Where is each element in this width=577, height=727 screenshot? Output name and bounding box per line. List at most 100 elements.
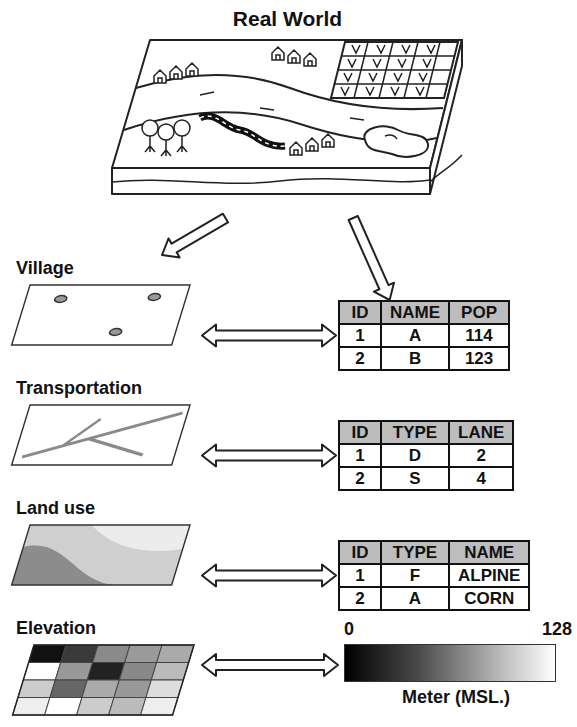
- table-header-cell: POP: [450, 302, 508, 323]
- trees: [177, 136, 187, 152]
- trees: [145, 136, 155, 152]
- table-cell: 2: [450, 445, 512, 466]
- table-header-cell: ID: [340, 422, 380, 443]
- elevation-raster: [77, 698, 114, 716]
- road: [200, 116, 285, 146]
- lake: [385, 135, 397, 139]
- trees: [174, 120, 190, 136]
- table-cell: 114: [450, 325, 508, 346]
- village-layer: [109, 329, 123, 336]
- layer-title: Elevation: [10, 615, 96, 639]
- real-world-slab: [112, 40, 462, 168]
- real-world-slab: [112, 179, 430, 184]
- transportation-layer: [12, 405, 190, 465]
- elevation-raster: [119, 663, 156, 681]
- table-cell: D: [382, 445, 448, 466]
- table-cell: 4: [450, 468, 512, 489]
- village-layer: [12, 285, 190, 345]
- land-use-layer: [84, 525, 190, 551]
- elevation-raster: [151, 663, 188, 681]
- transportation-layer: [22, 413, 182, 457]
- village-layer: [147, 294, 161, 301]
- table-header-cell: ID: [340, 302, 380, 323]
- houses: [272, 47, 284, 60]
- houses: [288, 50, 300, 63]
- block-arrow: [202, 325, 336, 347]
- houses: [154, 70, 166, 83]
- attribute-table: IDTYPELANE1D22S4: [338, 420, 514, 491]
- transportation-layer: [12, 405, 190, 465]
- attribute-table: IDTYPENAME1FALPINE2ACORN: [338, 540, 530, 611]
- block-arrow: [202, 445, 336, 467]
- elevation-raster: [87, 663, 124, 681]
- crop-field: [331, 42, 458, 98]
- elevation-raster: [13, 645, 194, 715]
- trees: [161, 140, 171, 156]
- table-cell: 1: [340, 565, 380, 586]
- elevation-raster: [109, 698, 146, 716]
- table-cell: F: [382, 565, 448, 586]
- elevation-raster: [45, 698, 82, 716]
- layer-title: Land use: [10, 495, 95, 519]
- scale-value: 0: [340, 618, 354, 640]
- elevation-raster: [82, 680, 119, 698]
- attribute-table: IDNAMEPOP1A1142B123: [338, 300, 510, 371]
- elevation-raster: [125, 645, 162, 663]
- lake: [364, 126, 428, 156]
- houses: [290, 142, 302, 155]
- land-use-layer: [12, 546, 128, 585]
- trees: [158, 124, 174, 140]
- houses: [304, 53, 316, 66]
- land-use-layer: [12, 525, 190, 585]
- lake: [364, 126, 428, 156]
- village-layer: [54, 296, 68, 303]
- crop-field: [341, 45, 435, 95]
- block-arrow: [202, 654, 338, 676]
- real-world-slab: [112, 40, 462, 194]
- table-cell: S: [382, 468, 448, 489]
- layer-panel: Transportation: [10, 375, 200, 470]
- layer-panel: Village: [10, 255, 200, 350]
- elevation-raster: [18, 680, 55, 698]
- table-header-cell: ID: [340, 542, 380, 563]
- elevation-raster: [13, 645, 194, 715]
- table-cell: A: [382, 588, 448, 609]
- elevation-raster: [114, 680, 151, 698]
- block-arrow: [162, 214, 228, 258]
- table-cell: CORN: [450, 588, 528, 609]
- table-cell: 2: [340, 348, 380, 369]
- elevation-raster: [23, 663, 60, 681]
- layer-title: Transportation: [10, 375, 142, 399]
- houses: [186, 63, 198, 76]
- real-world-slab: [430, 155, 462, 182]
- table-cell: B: [382, 348, 448, 369]
- elevation-raster: [50, 680, 87, 698]
- elevation-raster: [157, 645, 194, 663]
- road: [200, 116, 285, 146]
- block-arrow: [349, 216, 394, 300]
- layer-panel: Land use: [10, 495, 200, 590]
- table-cell: 2: [340, 468, 380, 489]
- elevation-raster: [61, 645, 98, 663]
- houses: [322, 134, 334, 147]
- table-header-cell: LANE: [450, 422, 512, 443]
- houses: [306, 138, 318, 151]
- real-world-panel: Real World: [105, 4, 470, 218]
- crop-field: [334, 56, 455, 84]
- elevation-raster: [13, 698, 50, 716]
- houses: [154, 47, 334, 155]
- layer-title: Village: [10, 255, 74, 279]
- table-cell: 1: [340, 325, 380, 346]
- block-arrow: [202, 565, 336, 587]
- table-cell: A: [382, 325, 448, 346]
- table-cell: ALPINE: [450, 565, 528, 586]
- table-header-cell: NAME: [450, 542, 528, 563]
- scale-unit: Meter (MSL.): [402, 686, 510, 712]
- gradient-bar: [344, 644, 556, 682]
- table-cell: 123: [450, 348, 508, 369]
- houses: [170, 66, 182, 79]
- legend-scale: 0 128Meter (MSL.): [340, 618, 572, 712]
- layer-panel: Elevation: [10, 615, 200, 720]
- land-use-layer: [12, 525, 190, 585]
- scale-value: 128: [542, 618, 572, 640]
